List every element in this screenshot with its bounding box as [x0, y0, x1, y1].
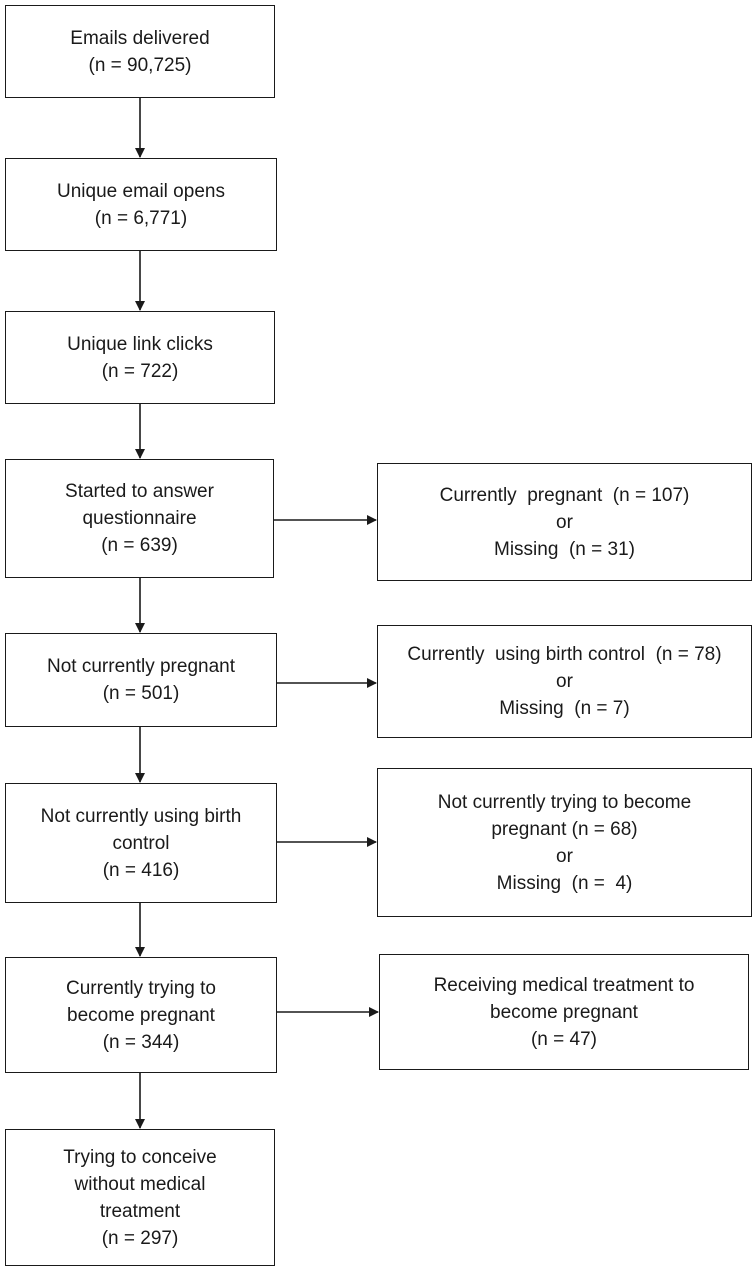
box-excluded-pregnant-reason: Currently pregnant (n = 107) [439, 484, 690, 506]
box-not-currently-pregnant-label: Not currently pregnant [47, 656, 235, 677]
box-excluded-birth-control: Currently using birth control (n = 78) o… [377, 625, 752, 738]
box-unique-link-clicks-label: Unique link clicks [67, 333, 213, 355]
box-not-using-birth-control-label-1: Not currently using birth [40, 805, 242, 827]
box-emails-delivered-count: (n = 90,725) [88, 54, 192, 76]
box-emails-delivered-label: Emails delivered [70, 27, 210, 49]
box-excluded-not-trying: Not currently trying to become pregnant … [377, 768, 752, 917]
box-trying-without-treatment: Trying to conceive without medical treat… [5, 1129, 275, 1266]
box-trying-to-become-pregnant: Currently trying to become pregnant (n =… [5, 957, 277, 1073]
box-excluded-medical-treatment-reason-2: become pregnant [490, 1001, 638, 1023]
box-trying-without-treatment-label-2: without medical [74, 1173, 206, 1195]
box-unique-email-opens-count: (n = 6,771) [94, 207, 188, 229]
box-excluded-pregnant-or: or [556, 511, 573, 533]
box-not-using-birth-control: Not currently using birth control (n = 4… [5, 783, 277, 903]
box-excluded-pregnant: Currently pregnant (n = 107) or Missing … [377, 463, 752, 581]
box-excluded-not-trying-or: or [556, 845, 573, 867]
box-not-currently-pregnant: Not currently pregnant (n = 501) [5, 633, 277, 727]
box-started-questionnaire-count: (n = 639) [101, 535, 178, 556]
box-trying-to-become-pregnant-label-2: become pregnant [67, 1004, 215, 1026]
box-started-questionnaire: Started to answer questionnaire (n = 639… [5, 459, 274, 578]
box-started-questionnaire-label-1: Started to answer [65, 481, 214, 502]
box-trying-to-become-pregnant-label-1: Currently trying to [66, 977, 216, 999]
box-unique-link-clicks: Unique link clicks (n = 722) [5, 311, 275, 404]
box-excluded-birth-control-reason: Currently using birth control (n = 78) [407, 644, 722, 665]
box-trying-without-treatment-count: (n = 297) [101, 1227, 179, 1249]
box-trying-to-become-pregnant-count: (n = 344) [102, 1031, 180, 1053]
box-unique-link-clicks-count: (n = 722) [101, 360, 179, 382]
box-trying-without-treatment-label-3: treatment [99, 1200, 181, 1222]
box-not-using-birth-control-count: (n = 416) [102, 859, 180, 881]
box-started-questionnaire-label-2: questionnaire [82, 508, 197, 529]
box-unique-email-opens: Unique email opens (n = 6,771) [5, 158, 277, 251]
box-excluded-medical-treatment: Receiving medical treatment to become pr… [379, 954, 749, 1070]
box-trying-without-treatment-label-1: Trying to conceive [63, 1146, 217, 1168]
box-excluded-not-trying-missing: Missing (n = 4) [496, 872, 633, 894]
box-excluded-medical-treatment-count: (n = 47) [530, 1028, 597, 1050]
box-excluded-pregnant-missing: Missing (n = 31) [494, 538, 635, 560]
box-unique-email-opens-label: Unique email opens [57, 180, 225, 202]
box-excluded-medical-treatment-reason-1: Receiving medical treatment to [433, 974, 695, 996]
box-not-using-birth-control-label-2: control [112, 832, 170, 854]
box-emails-delivered: Emails delivered (n = 90,725) [5, 5, 275, 98]
box-not-currently-pregnant-count: (n = 501) [102, 683, 180, 704]
box-excluded-birth-control-missing: Missing (n = 7) [499, 698, 630, 719]
box-excluded-not-trying-reason-2: pregnant (n = 68) [491, 818, 638, 840]
box-excluded-birth-control-or: or [556, 671, 573, 692]
box-excluded-not-trying-reason-1: Not currently trying to become [437, 791, 692, 813]
